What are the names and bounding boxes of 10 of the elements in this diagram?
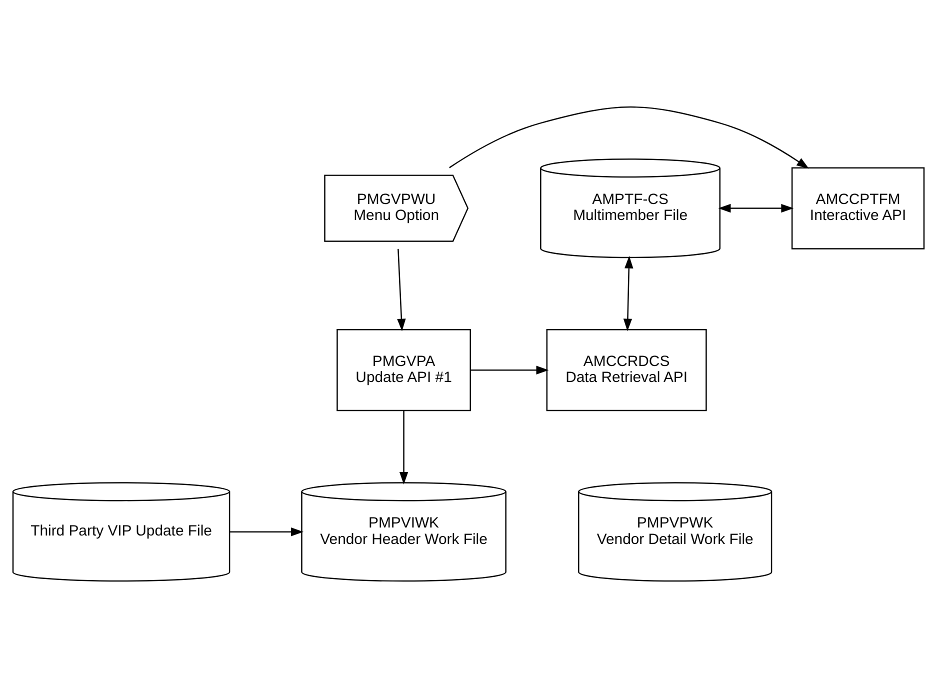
node-box: AMCCRDCS Data Retrieval API: [546, 328, 707, 411]
arrow: [449, 106, 810, 168]
arrow: [718, 203, 794, 212]
arrow: [230, 527, 304, 536]
node-box: PMGVPA Update API #1: [336, 328, 471, 411]
arrow: [623, 255, 634, 331]
node-box: AMCCPTFM Interactive API: [791, 166, 925, 249]
arrow: [399, 410, 408, 484]
arrow: [470, 365, 549, 374]
arrow: [397, 248, 406, 331]
